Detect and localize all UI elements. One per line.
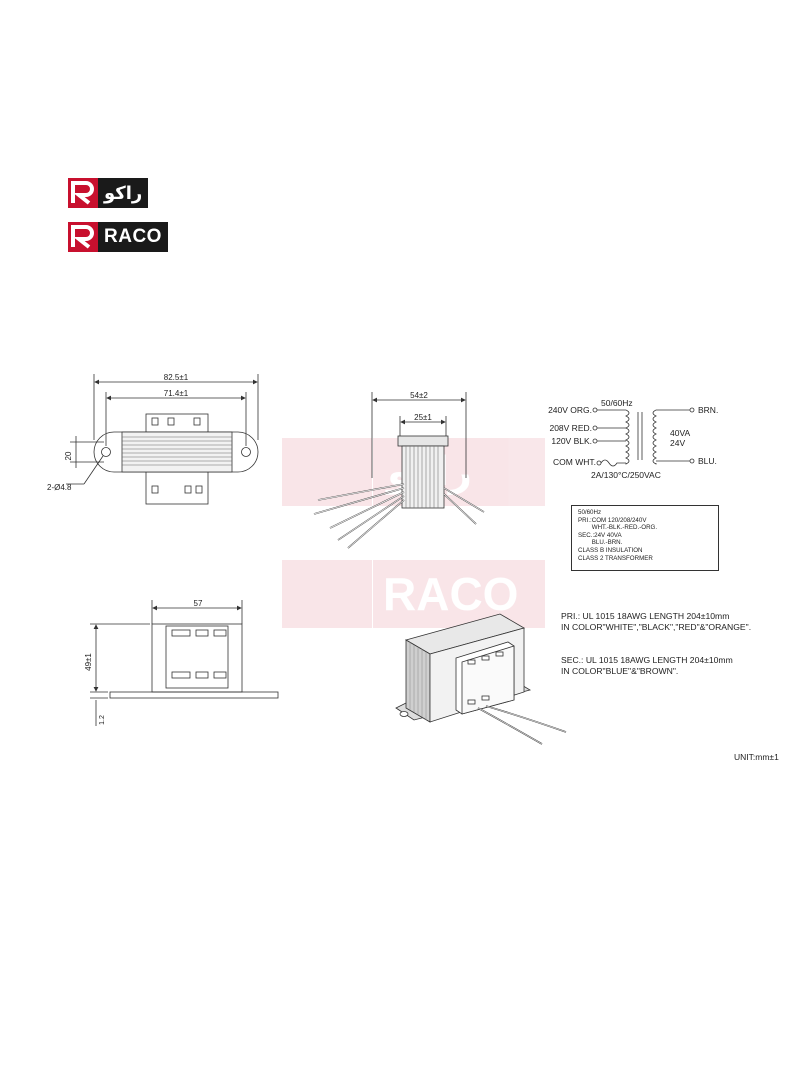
side-view: [313, 392, 485, 549]
side-dim-core: 25±1: [414, 413, 432, 422]
spec-line: CLASS 2 TRANSFORMER: [578, 554, 653, 562]
side-dim-overall: 54±2: [410, 391, 428, 400]
logo-raco-word: RACO: [98, 222, 168, 252]
schematic-sec-v: 24V: [670, 438, 685, 448]
schematic-frequency: 50/60Hz: [601, 398, 633, 408]
note-pri-line2: IN COLOR"WHITE","BLACK","RED"&"ORANGE".: [561, 622, 752, 632]
front-dim-height: 49±1: [84, 653, 93, 671]
spec-line: SEC.:24V 40VA: [578, 531, 622, 539]
isometric-view: [395, 613, 567, 745]
logo-arabic: راكو: [68, 178, 149, 208]
spec-line: CLASS B INSULATION: [578, 546, 643, 554]
note-secondary: SEC.: UL 1015 18AWG LENGTH 204±10mm IN C…: [561, 655, 733, 677]
front-dim-base: 1.2: [99, 715, 106, 725]
raco-r-mark-icon: [68, 178, 98, 208]
raco-r-mark-icon: [68, 222, 98, 252]
top-dim-height: 20: [64, 451, 73, 460]
front-dim-width: 57: [194, 599, 203, 608]
schematic-sec-va: 40VA: [670, 428, 690, 438]
logo-raco: RACO: [68, 222, 168, 252]
logo-arabic-word: راكو: [98, 178, 149, 208]
note-sec-line1: SEC.: UL 1015 18AWG LENGTH 204±10mm: [561, 655, 733, 665]
schematic-pri-208: 208V RED.: [549, 423, 592, 433]
unit-label: UNIT:mm±1: [734, 752, 779, 762]
spec-label-box: 50/60Hz PRI.:COM 120/208/240V WHT.-BLK.-…: [571, 505, 719, 571]
schematic-sec-blu: BLU.: [698, 456, 717, 466]
spec-line: BLU.-BRN.: [578, 539, 623, 547]
note-pri-line1: PRI.: UL 1015 18AWG LENGTH 204±10mm: [561, 611, 730, 621]
top-dim-overall: 82.5±1: [164, 373, 189, 382]
note-primary: PRI.: UL 1015 18AWG LENGTH 204±10mm IN C…: [561, 611, 751, 633]
front-view: [90, 600, 279, 726]
spec-line: PRI.:COM 120/208/240V: [578, 516, 647, 524]
schematic-fuse-rating: 2A/130°C/250VAC: [591, 470, 661, 480]
wiring-schematic: [592, 407, 695, 467]
top-dim-holes: 2-Ø4.8: [47, 483, 72, 492]
note-sec-line2: IN COLOR"BLUE"&"BROWN".: [561, 666, 679, 676]
top-view: [66, 374, 259, 505]
schematic-pri-120: 120V BLK.: [551, 436, 592, 446]
schematic-pri-240: 240V ORG.: [548, 405, 592, 415]
schematic-pri-com: COM WHT.: [553, 457, 596, 467]
schematic-sec-brn: BRN.: [698, 405, 718, 415]
spec-line: WHT.-BLK.-RED.-ORG.: [578, 524, 658, 532]
top-dim-core: 71.4±1: [164, 389, 189, 398]
spec-line: 50/60Hz: [578, 509, 602, 516]
